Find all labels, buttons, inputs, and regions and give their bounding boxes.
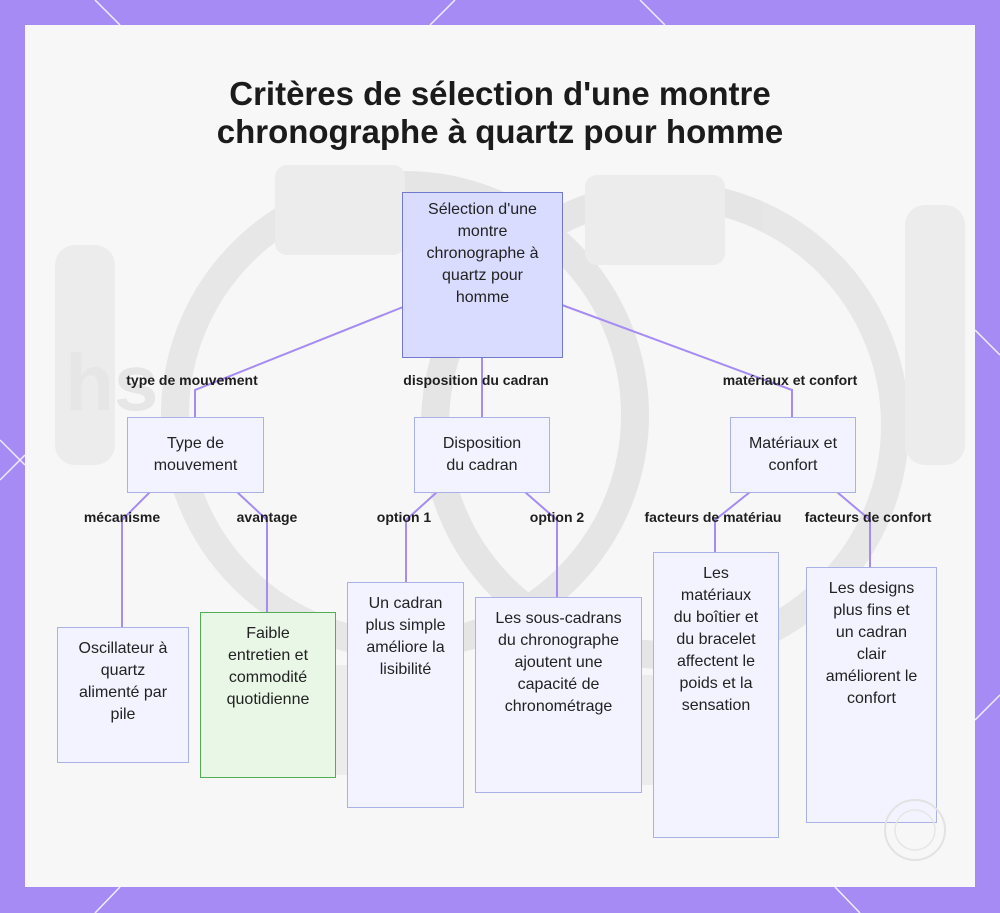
edge-dial-simple	[405, 491, 438, 582]
edge-materials-case	[714, 491, 751, 552]
title-line-1: Critères de sélection d'une montre	[229, 75, 771, 112]
connector-lines	[121, 304, 871, 627]
edge-label-dial-layout: disposition du cadran	[403, 372, 549, 388]
materials-comfort-label: Matériaux et confort	[748, 435, 838, 474]
diagram-panel: hs Critères de sélection d'une montre ch…	[25, 25, 975, 887]
oscillator-node: Oscillateur à quartz alimenté par pile	[57, 627, 189, 763]
edge-movement-maintenance	[236, 491, 268, 612]
subdials-node: Les sous-cadrans du chronographe ajouten…	[475, 597, 642, 793]
root-node-label: Sélection d'une montre chronographe à qu…	[426, 201, 539, 306]
edge-label-advantage: avantage	[236, 509, 298, 525]
simple-dial-node: Un cadran plus simple améliore la lisibi…	[347, 582, 464, 808]
root-node: Sélection d'une montre chronographe à qu…	[402, 192, 563, 358]
thin-designs-label: Les designs plus fins et un cadran clair…	[825, 580, 918, 707]
diagram-title: Critères de sélection d'une montre chron…	[25, 75, 975, 151]
title-line-2: chronographe à quartz pour homme	[216, 113, 784, 150]
dial-layout-label: Disposition du cadran	[442, 435, 522, 474]
edge-label-mechanism: mécanisme	[83, 509, 161, 525]
edge-root-movement	[194, 306, 404, 417]
case-materials-node: Les matériaux du boîtier et du bracelet …	[653, 552, 779, 838]
maintenance-node: Faible entretien et commodité quotidienn…	[200, 612, 336, 778]
materials-comfort-node: Matériaux et confort	[730, 417, 856, 493]
edge-label-option-1: option 1	[376, 509, 432, 525]
subdials-label: Les sous-cadrans du chronographe ajouten…	[495, 610, 622, 715]
edge-root-materials	[561, 304, 793, 417]
oscillator-label: Oscillateur à quartz alimenté par pile	[78, 640, 168, 723]
dial-layout-node: Disposition du cadran	[414, 417, 550, 493]
edge-label-material-factors: facteurs de matériau	[644, 509, 782, 525]
edge-label-materials-comfort: matériaux et confort	[722, 372, 858, 388]
edge-label-option-2: option 2	[529, 509, 585, 525]
watermark-badge-icon	[884, 799, 946, 861]
movement-type-label: Type de mouvement	[153, 435, 238, 474]
maintenance-label: Faible entretien et commodité quotidienn…	[226, 625, 310, 708]
case-materials-label: Les matériaux du boîtier et du bracelet …	[673, 565, 759, 714]
simple-dial-label: Un cadran plus simple améliore la lisibi…	[365, 595, 446, 678]
edge-label-movement-type: type de mouvement	[126, 372, 258, 388]
thin-designs-node: Les designs plus fins et un cadran clair…	[806, 567, 937, 823]
edge-movement-oscillator	[121, 491, 151, 627]
movement-type-node: Type de mouvement	[127, 417, 264, 493]
edge-dial-subdials	[524, 491, 558, 597]
edge-materials-thin	[836, 491, 871, 567]
edge-label-comfort-factors: facteurs de confort	[804, 509, 932, 525]
svg-text:hs: hs	[65, 338, 158, 427]
